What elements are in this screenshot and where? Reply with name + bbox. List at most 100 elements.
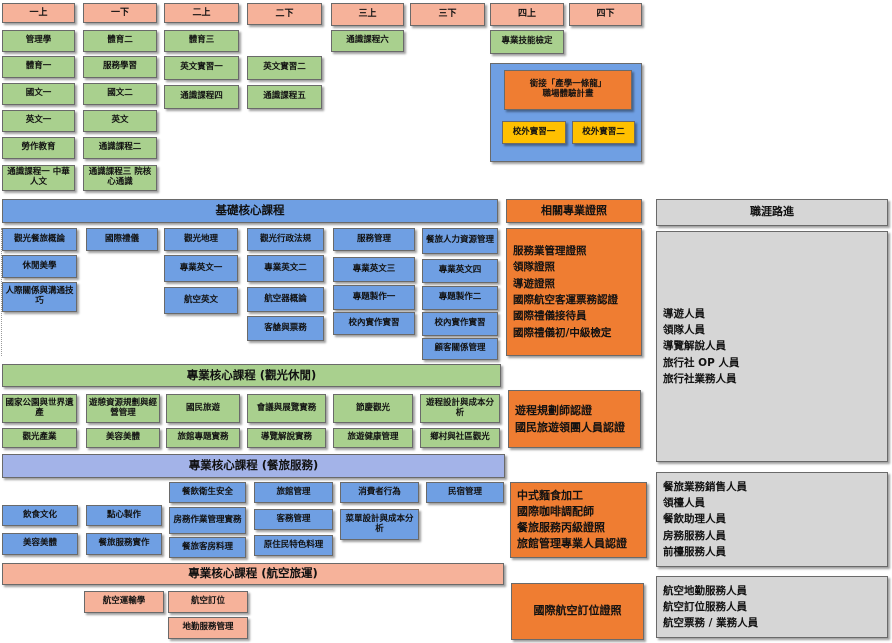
cert-item: 旅館管理專業人員認證	[517, 536, 627, 550]
tourism-core-header: 專業核心課程 (觀光休閒)	[2, 364, 501, 387]
course-professional-english-4: 專業英文四	[422, 259, 498, 283]
course-beauty-1: 美容美體	[86, 428, 160, 448]
course-project-2: 專題製作二	[422, 286, 498, 310]
aviation-core-header: 專業核心課程 (航空旅運)	[2, 563, 504, 585]
cert-item: 國際禮儀接待員	[513, 310, 587, 323]
course-project-1: 專題製作一	[333, 285, 415, 310]
career-item: 航空票務 / 業務人員	[663, 617, 759, 630]
course-english-1: 英文一	[2, 110, 75, 132]
course-pe-1: 體育一	[2, 56, 75, 78]
semester-1a: 一上	[2, 3, 75, 23]
industry-program-title: 銜接「產學一條龍」	[529, 79, 607, 90]
course-domestic-travel: 國民旅遊	[166, 394, 240, 423]
course-english-2: 英文	[83, 110, 157, 132]
cert-item: 領隊證照	[513, 261, 555, 274]
career-item: 旅行社業務人員	[663, 372, 737, 385]
course-food-culture: 飲食文化	[2, 505, 78, 526]
course-recreation-planning: 遊憩資源規劃與經營管理	[86, 394, 160, 423]
semester-4a: 四上	[490, 3, 564, 26]
dotted-guide	[1, 228, 4, 356]
course-interpersonal-skills: 人際關係與溝通技巧	[2, 282, 77, 312]
course-management: 管理學	[2, 30, 75, 52]
cert-item: 國際禮儀初/中級檢定	[513, 326, 612, 339]
course-general-1: 通識課程一 中華人文	[2, 165, 75, 191]
career-item: 航空訂位服務人員	[663, 600, 747, 613]
course-room-cuisine: 餐旅客房料理	[169, 537, 246, 558]
cert-item: 中式麵食加工	[517, 489, 583, 503]
course-pe-3: 體育三	[164, 30, 239, 52]
course-hotel-management: 旅館管理	[254, 482, 333, 503]
industry-program-box: 銜接「產學一條龍」 職場體驗計畫	[504, 70, 632, 110]
course-menu-design: 菜單設計與成本分析	[340, 509, 419, 540]
course-tourism-intro: 觀光餐旅概論	[2, 228, 77, 251]
semester-4b: 四下	[569, 3, 642, 26]
cert-item: 服務業管理證照	[513, 245, 587, 258]
course-consumer-behavior: 消費者行為	[340, 482, 419, 503]
career-group-aviation: 航空地勤服務人員 航空訂位服務人員 航空票務 / 業務人員	[656, 576, 888, 638]
career-item: 導遊人員	[663, 307, 705, 320]
career-item: 導覽解說人員	[663, 340, 726, 353]
course-leisure-aesthetics: 休閒美學	[2, 255, 77, 278]
course-tourism-geography: 觀光地理	[164, 228, 238, 251]
course-chinese-1: 國文一	[2, 83, 75, 105]
aviation-certs: 國際航空訂位證照	[511, 583, 644, 640]
career-group-hospitality: 餐旅業務銷售人員 領檯人員 餐飲助理人員 房務服務人員 前檯服務人員	[656, 472, 888, 567]
course-general-2: 通識課程二	[83, 137, 157, 159]
tourism-certs: 遊程規劃師認證 國民旅遊領團人員認證	[508, 390, 641, 448]
course-itinerary-design: 遊程設計與成本分析	[420, 394, 500, 423]
course-mice: 會議與展覽實務	[247, 394, 326, 423]
semester-3b: 三下	[410, 3, 485, 26]
course-internship-1: 校外實習一	[502, 121, 566, 144]
industry-program-subtitle: 職場體驗計畫	[542, 89, 594, 99]
course-professional-english-1: 專業英文一	[164, 255, 238, 282]
semester-1b: 一下	[83, 3, 157, 23]
course-professional-english-2: 專業英文二	[247, 255, 324, 282]
career-item: 房務服務人員	[663, 529, 726, 542]
course-air-transport: 航空運輸學	[84, 591, 164, 613]
foundation-core-header: 基礎核心課程	[2, 199, 498, 223]
course-general-5: 通識課程五	[247, 85, 322, 109]
course-food-safety: 餐飲衛生安全	[169, 482, 246, 503]
hospitality-certs: 中式麵食加工 國際咖啡調配師 餐旅服務丙級證照 旅館管理專業人員認證	[510, 482, 647, 558]
semester-2b: 二下	[247, 3, 322, 25]
career-item: 領檯人員	[663, 497, 705, 510]
course-general-6: 通識課程六	[331, 30, 404, 52]
career-item: 餐旅業務銷售人員	[663, 480, 747, 493]
course-air-reservation: 航空訂位	[168, 591, 248, 613]
course-housekeeping: 房務作業管理實務	[169, 507, 246, 534]
hospitality-core-header: 專業核心課程 (餐旅服務)	[2, 454, 505, 478]
course-general-4: 通識課程四	[164, 85, 239, 109]
course-service-learning: 服務學習	[83, 56, 157, 78]
course-rural-tourism: 鄉村與社區觀光	[420, 428, 500, 448]
course-tourism-law: 觀光行政法規	[247, 228, 324, 251]
course-indigenous-cuisine: 原住民特色料理	[254, 535, 333, 556]
course-guided-interpretation: 導覽解說實務	[247, 428, 326, 448]
course-front-office: 客務管理	[254, 509, 333, 530]
related-certs-header: 相關專業證照	[506, 199, 642, 223]
semester-2a: 二上	[164, 3, 239, 23]
course-service-management: 服務管理	[333, 228, 415, 251]
course-onsite-practice-1: 校內實作實習	[333, 312, 415, 335]
course-national-parks: 國家公園與世界遺產	[2, 394, 77, 423]
career-item: 領隊人員	[663, 324, 705, 337]
course-internship-2: 校外實習二	[572, 121, 635, 144]
career-group-tourism: 導遊人員 領隊人員 導覽解說人員 旅行社 OP 人員 旅行社業務人員	[656, 231, 888, 462]
career-item: 餐飲助理人員	[663, 513, 726, 526]
cert-item: 國際咖啡調配師	[517, 505, 594, 519]
course-professional-english-3: 專業英文三	[333, 257, 415, 282]
course-international-etiquette: 國際禮儀	[86, 228, 158, 251]
career-item: 前檯服務人員	[663, 545, 726, 558]
course-customer-relationship: 顧客關係管理	[422, 338, 498, 360]
course-skill-certification: 專業技能檢定	[490, 30, 564, 54]
semester-3a: 三上	[331, 3, 404, 26]
related-certs-list: 服務業管理證照 領隊證照 導遊證照 國際航空客運票務認證 國際禮儀接待員 國際禮…	[506, 228, 642, 356]
course-onsite-practice-2: 校內實作實習	[422, 312, 498, 336]
course-general-3: 通識課程三 院核心通識	[83, 165, 157, 191]
cert-item: 遊程規劃師認證	[515, 403, 592, 417]
cert-item: 餐旅服務丙級證照	[517, 521, 605, 534]
career-item: 旅行社 OP 人員	[663, 356, 740, 369]
course-hr-management: 餐旅人力資源管理	[422, 228, 498, 254]
course-english-practice-2: 英文實習二	[247, 56, 322, 80]
career-item: 航空地勤服務人員	[663, 584, 747, 597]
course-aviation-english: 航空英文	[164, 287, 238, 314]
